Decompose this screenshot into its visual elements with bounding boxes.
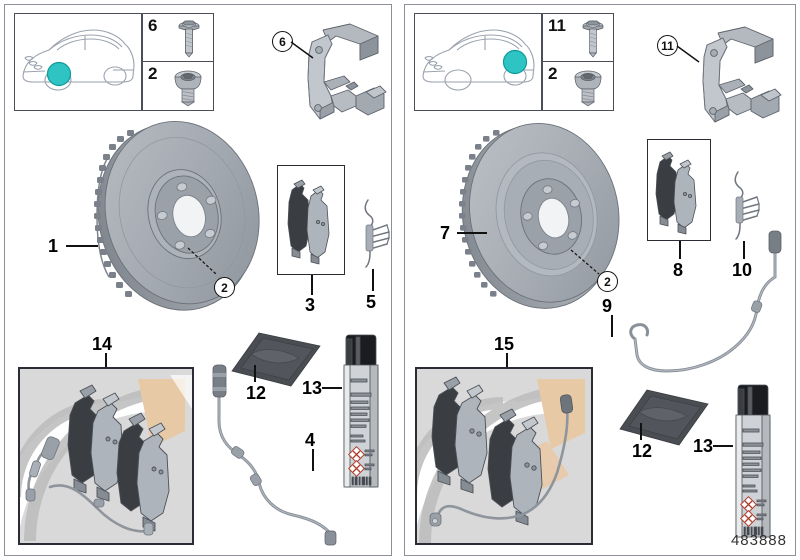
bolt-legend-box-rear: 11 2 [542,13,614,111]
brake-disc-rear [459,123,620,309]
label-8-leader [679,241,681,259]
brake-pad-pair-front-icon [287,179,330,265]
panel-front-axle: 6 2 [4,4,392,556]
label-15: 15 [494,334,515,354]
label-13-rear: 13 [693,436,714,456]
label-13-leader-front [322,387,342,389]
label-4: 4 [305,430,316,450]
car-silhouette-rear-icon [422,29,535,91]
part-number: 483888 [730,532,787,549]
label-7-leader [457,232,487,234]
label-5: 5 [366,292,377,312]
panel-rear-axle: 11 2 [404,4,796,556]
callout-11-leader [676,45,700,63]
brake-pad-wear-sensor-front [212,364,337,546]
bolt-legend-cell-11: 11 [543,14,613,62]
pad-retaining-spring-rear [734,171,760,240]
countersunk-socket-screw-icon [174,70,202,107]
bolt-legend-cell-2: 2 [543,62,613,110]
car-silhouette-box-rear [414,13,542,111]
label-12-rear: 12 [632,441,653,461]
label-1: 1 [48,236,59,256]
sensor-connector-rear [768,230,782,254]
brake-pad-pair-rear-icon [655,151,697,235]
label-9-leader [611,315,613,337]
bolt-legend-box-front: 6 2 [142,13,214,111]
car-silhouette-box-front [14,13,142,111]
bolt-legend-number-11: 11 [548,16,566,35]
label-13-front: 13 [302,378,323,398]
brake-pad-box-3 [277,165,345,275]
callout-2-leader-rear [570,249,600,275]
sensor-connector-front [212,364,227,398]
value-line-kit-box-15 [415,367,593,545]
callout-6: 6 [272,31,293,52]
label-9: 9 [602,296,613,316]
bolt-legend-cell-6: 6 [143,14,213,62]
label-10: 10 [732,260,753,280]
value-line-kit-box-14 [18,367,194,545]
protective-bag-rear [619,389,709,446]
car-silhouette-front-icon [22,29,135,91]
flange-hex-bolt-icon [582,20,604,58]
callout-11: 11 [657,35,678,56]
pad-retaining-spring-front [364,199,390,268]
bolt-legend-number-6: 6 [148,16,158,35]
label-1-leader [66,245,98,247]
label-3-leader [311,275,313,295]
label-7: 7 [440,223,451,243]
label-12-leader-front [254,365,256,382]
highlight-marker-front-wheel [46,61,72,87]
label-10-leader [743,241,745,259]
label-12-front: 12 [246,383,267,403]
value-line-kit-contents-front [20,369,192,543]
caliper-carrier-rear [702,26,782,123]
brake-pad-wear-sensor-rear [629,230,782,373]
callout-2-rear: 2 [597,271,618,292]
callout-2-leader-front [187,247,217,275]
anti-squeal-spray-can-front [343,334,379,488]
value-line-kit-contents-rear [417,369,591,543]
label-3: 3 [305,295,316,315]
anti-squeal-spray-can-rear [735,384,771,538]
bolt-legend-cell-2: 2 [143,62,213,110]
caliper-carrier-front [307,23,387,120]
label-13-leader-rear [713,445,733,447]
label-14-leader [105,353,107,367]
brake-pad-box-8 [647,139,711,241]
bolt-legend-number-2: 2 [548,64,558,83]
flange-hex-bolt-icon [178,20,200,58]
label-5-leader [372,269,374,291]
callout-2-front: 2 [214,277,235,298]
label-4-leader [312,449,314,471]
label-8: 8 [673,260,684,280]
callout-6-leader [290,41,314,59]
bolt-legend-number-2: 2 [148,64,158,83]
highlight-marker-rear-wheel [502,49,528,75]
brake-disc-front [94,121,260,311]
label-14: 14 [92,334,113,354]
label-12-leader-rear [640,423,642,440]
label-15-leader [506,353,508,367]
countersunk-socket-screw-icon [574,70,602,107]
